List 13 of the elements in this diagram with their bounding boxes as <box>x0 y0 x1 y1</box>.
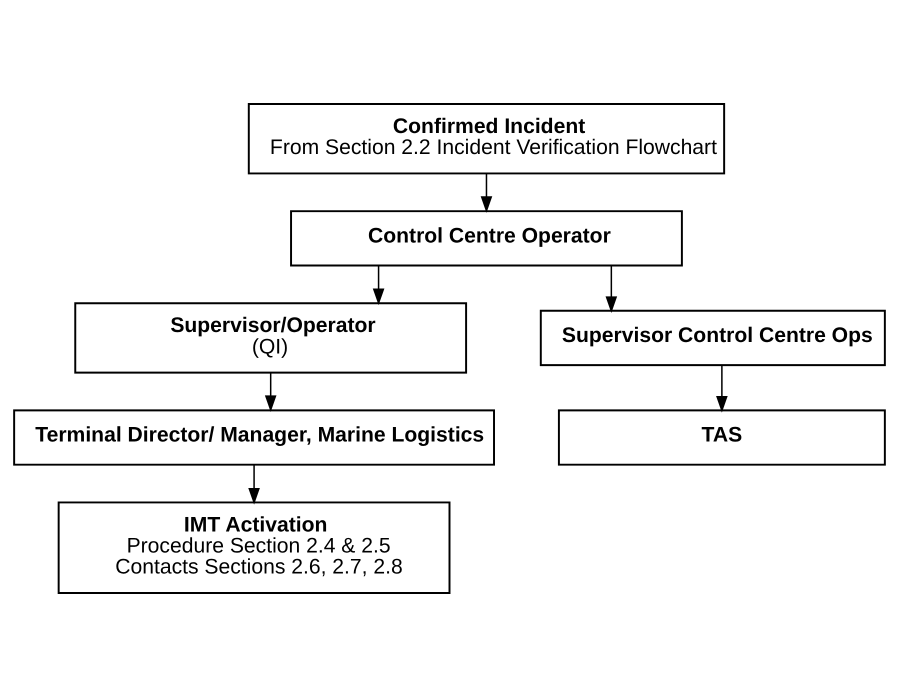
node-box: TAS <box>558 408 886 466</box>
node-box: IMT Activation Procedure Section 2.4 & 2.5 Contacts Sections 2.6, 2.7, 2.8 <box>58 500 450 594</box>
node-box: Terminal Director/ Manager, Marine Logistics <box>13 408 495 466</box>
node-box: Supervisor Control Centre Ops <box>540 309 886 366</box>
arrow <box>264 372 276 412</box>
arrow <box>606 265 618 313</box>
node-box: Supervisor/Operator (QI) <box>74 302 468 374</box>
arrow <box>372 265 384 305</box>
arrow <box>716 364 728 412</box>
arrow <box>248 464 260 504</box>
arrow <box>480 173 492 212</box>
node-box: Control Centre Operator <box>290 210 683 266</box>
node-box: Confirmed Incident From Section 2.2 Incident Verification Flowchart <box>248 102 726 174</box>
